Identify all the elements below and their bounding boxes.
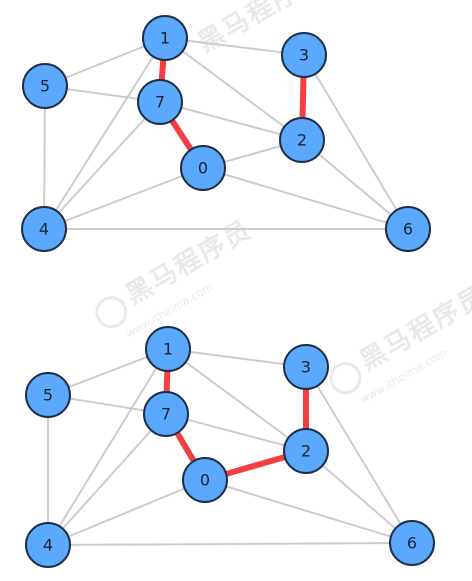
node-circle xyxy=(22,63,68,109)
edge-0-4 xyxy=(47,479,206,546)
node-3: 3 xyxy=(281,32,327,78)
node-label: 2 xyxy=(301,442,311,461)
node-1: 1 xyxy=(142,15,188,61)
node-circle xyxy=(25,372,71,418)
node-5: 5 xyxy=(25,372,71,418)
node-0: 0 xyxy=(180,145,226,191)
node-circle xyxy=(279,117,325,163)
node-label: 7 xyxy=(155,93,165,112)
edges xyxy=(47,346,413,546)
edge-3-6 xyxy=(305,366,413,544)
node-label: 4 xyxy=(43,536,53,555)
node-label: 1 xyxy=(163,340,173,359)
node-label: 3 xyxy=(301,358,311,377)
edge-1-2 xyxy=(164,37,303,141)
node-circle xyxy=(137,79,183,125)
node-circle xyxy=(25,522,71,568)
edge-7-4 xyxy=(47,413,167,546)
edge-2-6 xyxy=(301,139,409,230)
graph-2: 0 1 2 3 4 5 6 7 xyxy=(25,326,435,568)
node-label: 3 xyxy=(299,46,309,65)
node-label: 5 xyxy=(40,77,50,96)
graph-panel-2: 0 1 2 3 4 5 6 7 xyxy=(0,290,472,581)
edge-1-3 xyxy=(164,37,305,56)
node-7: 7 xyxy=(143,391,189,437)
edge-1-4 xyxy=(43,37,166,230)
node-circle xyxy=(281,32,327,78)
node-circle xyxy=(389,520,435,566)
edge-7-4 xyxy=(43,101,161,230)
edge-0-6 xyxy=(204,479,413,544)
node-label: 0 xyxy=(200,471,210,490)
node-circle xyxy=(143,391,189,437)
node-circle xyxy=(283,344,329,390)
node-4: 4 xyxy=(25,522,71,568)
node-label: 1 xyxy=(160,29,170,48)
edge-2-6 xyxy=(305,450,413,544)
node-0: 0 xyxy=(182,457,228,503)
node-6: 6 xyxy=(389,520,435,566)
node-circle xyxy=(182,457,228,503)
node-label: 6 xyxy=(403,220,413,239)
node-label: 4 xyxy=(39,220,49,239)
node-label: 0 xyxy=(198,159,208,178)
node-label: 5 xyxy=(43,386,53,405)
graph-panel-1: 0 1 2 3 4 5 6 7 xyxy=(0,0,472,270)
node-circle xyxy=(180,145,226,191)
node-7: 7 xyxy=(137,79,183,125)
node-5: 5 xyxy=(22,63,68,109)
edge-1-2 xyxy=(167,348,307,452)
edge-0-6 xyxy=(202,167,409,230)
edge-7-2 xyxy=(165,413,307,452)
node-label: 2 xyxy=(297,131,307,150)
node-1: 1 xyxy=(145,326,191,372)
edge-1-4 xyxy=(47,348,169,546)
edge-5-4 xyxy=(43,85,46,230)
node-circle xyxy=(21,206,67,252)
edge-0-4 xyxy=(43,167,204,230)
edges xyxy=(43,35,409,230)
node-circle xyxy=(385,206,431,252)
node-2: 2 xyxy=(279,117,325,163)
node-3: 3 xyxy=(283,344,329,390)
node-2: 2 xyxy=(283,428,329,474)
node-circle xyxy=(283,428,329,474)
node-label: 7 xyxy=(161,405,171,424)
node-6: 6 xyxy=(385,206,431,252)
node-label: 6 xyxy=(407,534,417,553)
node-4: 4 xyxy=(21,206,67,252)
edge-3-6 xyxy=(303,54,409,230)
node-circle xyxy=(142,15,188,61)
graph-1: 0 1 2 3 4 5 6 7 xyxy=(21,15,431,252)
edge-1-3 xyxy=(167,348,307,368)
node-circle xyxy=(145,326,191,372)
edge-4-6 xyxy=(47,542,413,546)
edge-7-2 xyxy=(159,101,303,141)
